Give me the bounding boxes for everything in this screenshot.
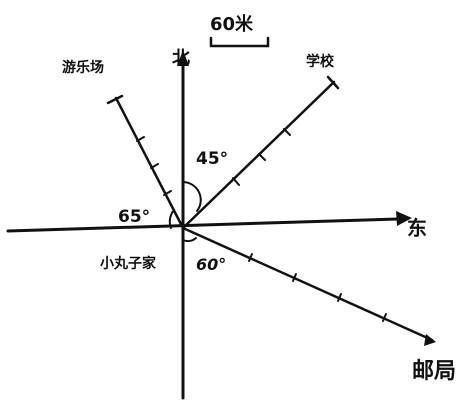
post-office-angle-label: 60° bbox=[196, 255, 226, 274]
post-office-tick-2 bbox=[292, 273, 297, 282]
park-tick-2 bbox=[150, 163, 159, 169]
scale-bar bbox=[209, 36, 270, 48]
post-office-tick-3 bbox=[337, 293, 342, 302]
scale-label: 60米 bbox=[210, 13, 254, 35]
east-arrowhead bbox=[396, 211, 412, 226]
post-office-ray bbox=[181, 226, 434, 342]
north-arrowhead bbox=[177, 50, 189, 66]
school-ray bbox=[181, 80, 336, 230]
north-label: 北 bbox=[172, 48, 190, 69]
school-tick-1 bbox=[232, 177, 240, 186]
post-office-angle-arc bbox=[182, 237, 197, 243]
park-tick-1 bbox=[163, 190, 172, 196]
school-tick-2 bbox=[258, 153, 266, 161]
post-office-tick-4 bbox=[382, 313, 387, 322]
park-angle-arc bbox=[168, 209, 175, 229]
park-ray bbox=[114, 96, 185, 230]
school-label: 学校 bbox=[306, 53, 335, 70]
east-label: 东 bbox=[407, 216, 427, 240]
park-angle-label: 65° bbox=[118, 207, 150, 227]
park-label: 游乐场 bbox=[62, 59, 104, 76]
school-tick-3 bbox=[283, 128, 291, 136]
school-angle-arc bbox=[182, 181, 202, 212]
post-office-tick-1 bbox=[248, 253, 253, 262]
origin-label: 小丸子家 bbox=[100, 255, 157, 272]
school-end-mark bbox=[326, 75, 340, 90]
school-angle-label: 45° bbox=[196, 149, 228, 169]
post-office-label: 邮局 bbox=[412, 359, 456, 384]
park-end-mark bbox=[106, 94, 124, 105]
west-east-axis bbox=[6, 217, 400, 233]
post-office-endpoint bbox=[424, 334, 436, 346]
park-tick-3 bbox=[136, 136, 145, 142]
